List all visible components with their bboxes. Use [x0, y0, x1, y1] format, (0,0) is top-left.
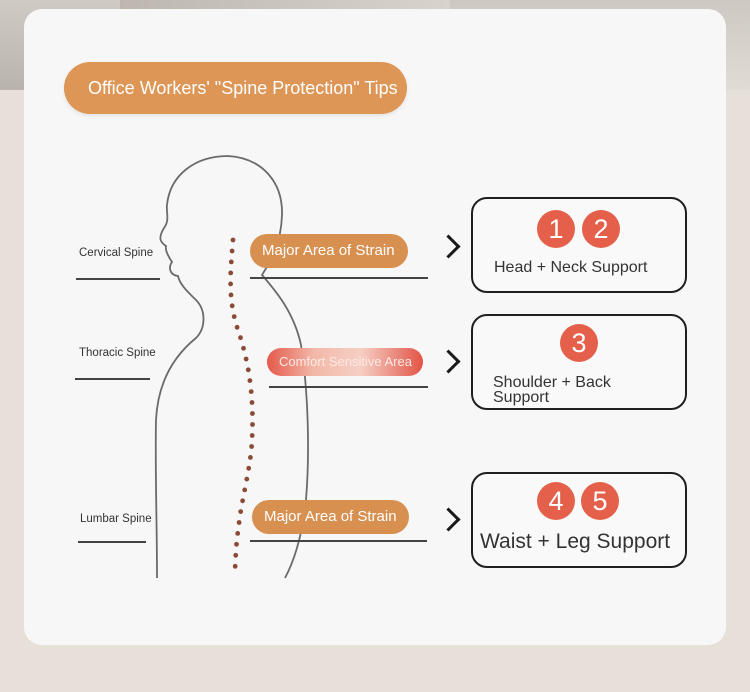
- spine-dot: [248, 389, 254, 394]
- strain-tag-neck: Major Area of Strain: [250, 234, 408, 268]
- support-box-shoulder-back-label-line2: Support: [493, 389, 550, 406]
- strain-tag-waist-underline: [250, 540, 427, 542]
- lumbar-spine-label: Lumbar Spine: [80, 513, 152, 525]
- number-badge-3: 3: [560, 324, 598, 362]
- number-badge-1: 1: [537, 210, 575, 248]
- number-badge-5: 5: [581, 482, 619, 520]
- spine-dot: [238, 509, 244, 514]
- thoracic-spine-line: [75, 378, 150, 380]
- strain-tag-back-underline: [269, 386, 428, 388]
- spine-dot: [231, 314, 237, 319]
- cervical-spine-label: Cervical Spine: [79, 247, 154, 259]
- spine-dot: [228, 292, 234, 298]
- support-box-shoulder-back-label-line1: Shoulder + Back: [493, 374, 611, 391]
- spine-dot: [229, 303, 235, 309]
- spine-dot: [250, 411, 255, 416]
- thoracic-spine-label: Thoracic Spine: [79, 347, 156, 359]
- strain-tag-waist: Major Area of Strain: [252, 500, 409, 534]
- support-box-waist-leg: [471, 472, 687, 568]
- spine-dot: [229, 248, 235, 254]
- lumbar-spine-line: [78, 541, 146, 543]
- spine-dot: [249, 444, 255, 449]
- spine-dot: [235, 531, 241, 536]
- spine-dot: [244, 476, 250, 482]
- number-badge-2: 2: [582, 210, 620, 248]
- support-box-head-neck: [471, 197, 687, 293]
- spine-dot: [248, 455, 253, 460]
- spine-dot: [228, 281, 234, 287]
- spine-dot: [233, 552, 239, 558]
- head-front-outline: [154, 155, 309, 579]
- support-box-head-neck-label: Head + Neck Support: [494, 259, 648, 276]
- spine-dot: [240, 498, 246, 504]
- spine-dot: [241, 345, 246, 351]
- spine-dot: [228, 259, 234, 265]
- spine-dot: [247, 378, 253, 383]
- spine-dot: [228, 270, 234, 276]
- spine-dot: [249, 433, 255, 438]
- spine-dot: [238, 335, 243, 341]
- number-badge-4: 4: [537, 482, 575, 520]
- page-title: Office Workers' "Spine Protection" Tips: [88, 78, 398, 98]
- support-box-waist-leg-label: Waist + Leg Support: [480, 530, 671, 553]
- spine-dot: [236, 520, 242, 525]
- spine-dot: [230, 237, 236, 243]
- spine-dot: [249, 400, 255, 405]
- title-pill: [64, 62, 407, 114]
- spine-dot: [246, 465, 252, 471]
- spine-dot: [245, 367, 251, 373]
- spine-dot: [234, 541, 239, 547]
- spine-dot: [243, 356, 249, 362]
- spine-dot: [250, 422, 255, 427]
- strain-tag-back: Comfort Sensitive Area: [267, 348, 423, 376]
- spine-dotted-line: [228, 237, 255, 569]
- spine-dot: [234, 324, 240, 330]
- cervical-spine-line: [76, 278, 160, 280]
- spine-dot: [232, 563, 238, 569]
- strain-tag-neck-underline: [250, 277, 428, 279]
- spine-dot: [242, 487, 248, 493]
